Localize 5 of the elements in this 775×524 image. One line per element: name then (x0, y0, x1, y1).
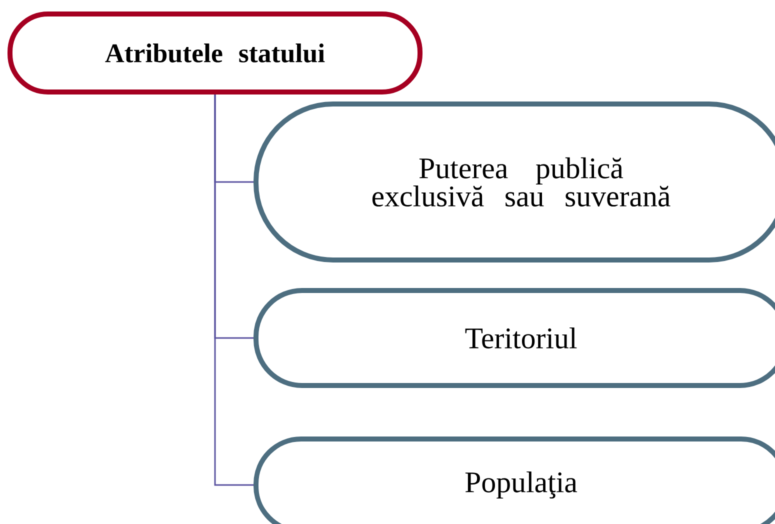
rounded-box: Teritoriul (254, 288, 775, 388)
connector-line (214, 94, 254, 486)
rounded-box: Puterea publică exclusivă sau suverană (254, 101, 775, 262)
rounded-box: Populaţia (254, 436, 775, 524)
rounded-box: Atributele statului (8, 12, 422, 94)
